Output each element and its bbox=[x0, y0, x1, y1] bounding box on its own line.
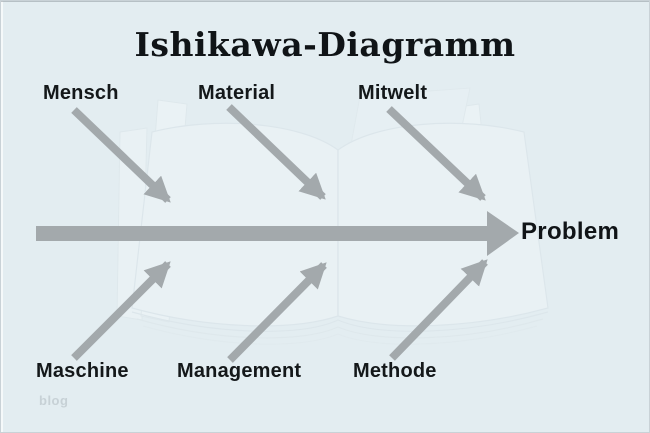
watermark-text: blog bbox=[39, 393, 69, 408]
cause-arrow-mitwelt bbox=[386, 106, 486, 201]
effect-label: Problem bbox=[521, 218, 620, 245]
cause-label-mitwelt: Mitwelt bbox=[358, 82, 428, 104]
book-watermark-group bbox=[116, 87, 549, 345]
cause-label-mensch: Mensch bbox=[43, 82, 119, 104]
cause-label-management: Management bbox=[177, 360, 302, 382]
spine-arrow bbox=[36, 211, 519, 256]
cause-label-maschine: Maschine bbox=[36, 360, 129, 382]
cause-arrow-mensch bbox=[71, 107, 171, 203]
cause-arrow-management bbox=[227, 262, 327, 363]
cause-arrow-material bbox=[226, 104, 326, 200]
diagram-title: Ishikawa-Diagramm bbox=[134, 25, 516, 64]
cause-label-material: Material bbox=[198, 82, 276, 104]
cause-arrow-maschine bbox=[71, 261, 171, 361]
cause-arrow-methode bbox=[389, 259, 488, 361]
cause-label-methode: Methode bbox=[353, 360, 437, 382]
